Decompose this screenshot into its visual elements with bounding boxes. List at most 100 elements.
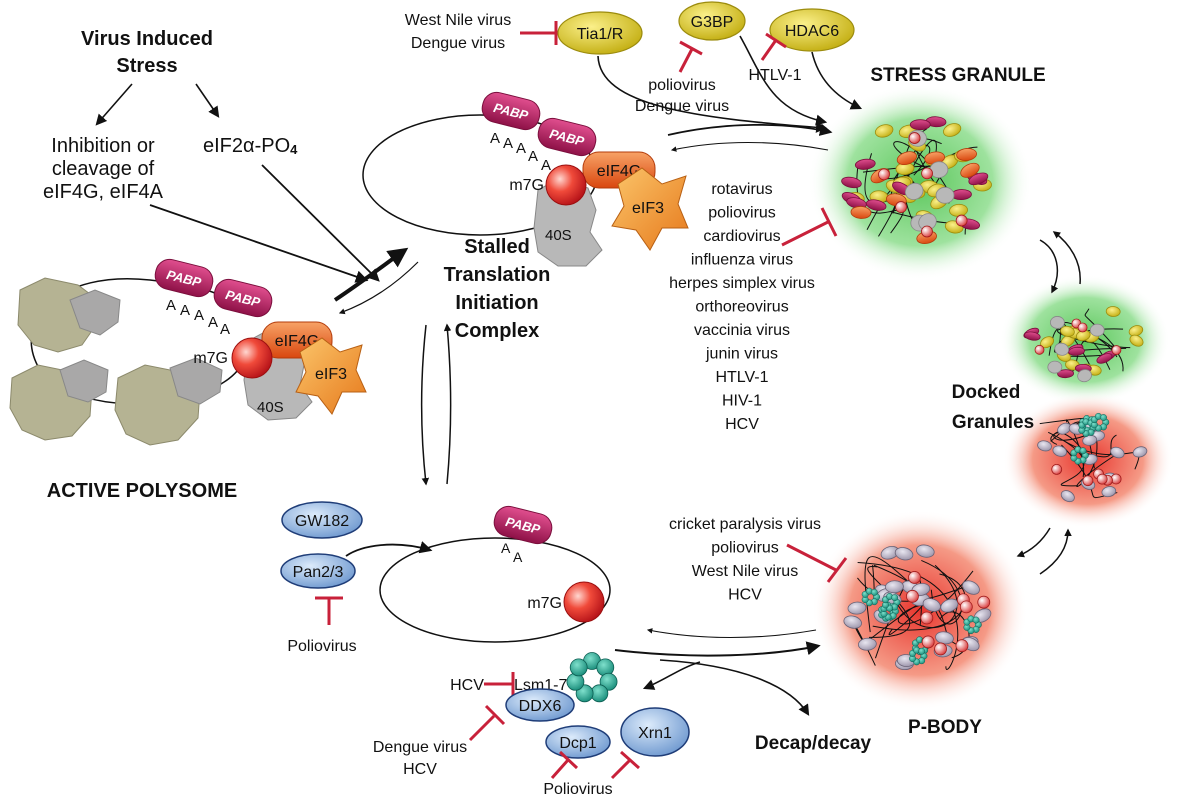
tia1-virus-2: Dengue virus [411,35,505,52]
g3bp-group: G3BP poliovirus Dengue virus [635,1,828,126]
dcp-xrn-virus: Poliovirus [543,781,612,798]
granule-tia1 [1129,334,1144,347]
granule-decap [885,580,904,594]
ddx6-group: DDX6 Dengue virus HCV [373,688,575,778]
xrn1-inhibitor-bar [620,750,640,770]
granule-lsm [972,616,980,624]
granule-pabp [1023,331,1041,341]
granule-mrna [1039,417,1090,445]
sg-virus-item: HCV [725,416,759,433]
tia1-group: Tia1/R West Nile virus Dengue virus [405,11,828,133]
polysome-pabp-2 [213,278,273,318]
inhibition-to-stalled-arrow [149,204,369,283]
g3bp-inhibitor [678,48,694,73]
g3bp-protein [678,1,746,41]
granule-pabp [841,176,862,189]
tia1-to-sg-arrow [597,55,828,133]
eif2a-sub: 4 [290,142,298,157]
decap-decay-label: Decap/decay [755,733,872,754]
granule-40s [1089,323,1105,337]
granule-pabp [1096,353,1113,364]
dcp1-label: Dcp1 [559,735,596,752]
tia1-virus-1: West Nile virus [405,12,511,29]
ddx6-inhibitor [468,714,496,742]
p-body [812,510,1028,710]
granule-cap [908,571,921,584]
granule-tia1 [943,123,962,137]
sg-to-stalled-arrow [670,141,829,152]
granule-mrna [897,570,974,625]
hdac6-protein [769,8,855,52]
sg-virus-item: poliovirus [708,205,776,222]
granule-cap [920,611,934,625]
stress-arrow-right [195,83,220,118]
poly-a-letter: A [503,135,513,152]
granule-decap [1082,434,1098,446]
lsm17-group: HCV Lsm1-7 [450,652,618,703]
polysome-m7g-label: m7G [193,350,228,367]
granule-cap [895,201,907,213]
stress-granule [808,84,1032,280]
granule-40s [1047,360,1063,374]
tia1-protein [557,11,643,55]
granule-cap [921,635,935,649]
ddx6-virus-1: Dengue virus [373,739,467,756]
sg-virus-item: junin virus [705,346,778,363]
granule-lsm [918,647,926,655]
granule-pabp [854,158,876,170]
granule-eif4g [956,148,977,161]
granule-cap [921,167,933,180]
poly-a-letter: A [166,297,176,314]
granule-cap [1082,475,1094,487]
sg-virus-item: cardiovirus [703,228,780,245]
granule-cap [1077,322,1088,333]
granule-cap [908,132,921,144]
polysome-40s-label: 40S [257,399,284,416]
decay-m7g-cap [563,581,605,623]
granule-cap [1096,473,1108,485]
pan23-label: Pan2/3 [293,564,344,581]
eif2a-label: eIF2α-PO4 [203,135,298,157]
stalled-40s-label: 40S [545,227,572,244]
stalled-label-1: Stalled [464,236,530,258]
sg-virus-item: HTLV-1 [715,369,768,386]
granule-mrna [895,564,958,629]
polysome-eif3 [295,337,367,415]
g3bp-inhibitor-bar [679,40,703,56]
pbody-virus-item: West Nile virus [692,563,798,580]
inhibition-label-3: eIF4G, eIF4A [43,181,164,203]
decay-to-ddx6-arrow [642,661,701,690]
stalled-to-sg-arrow [667,123,833,136]
granule-pabp [865,199,887,211]
granule-eif4g [896,151,917,166]
granule-mrna [1053,428,1101,452]
granule-tia1 [1105,306,1121,317]
hdac6-inhibitor [760,39,778,61]
hdac6-inhibitor-bar [765,32,787,49]
stalled-m7g-cap [545,164,587,206]
poly-a-letter: A [180,302,190,319]
stalled-to-decay-arrow [420,324,430,486]
virus-stress-label: Virus Induced [81,28,213,50]
polysome-eif3-label: eIF3 [315,366,347,383]
dcp1-inhibitor [550,759,570,779]
stalled-pabp-2 [537,117,597,157]
g3bp-to-sg-arrow [739,35,828,126]
polysome-ribosome-2b [59,359,109,403]
docked-to-pbody-arrow [1016,527,1051,558]
pbody-to-decay-arrow [646,628,817,639]
stalled-eif3-label: eIF3 [632,200,664,217]
poly-a-letter: A [194,307,204,324]
xrn1-label: Xrn1 [638,725,672,742]
dcp1-group: Dcp1 [545,725,611,779]
granule-pabp [1057,369,1075,379]
g3bp-virus-2: Dengue virus [635,98,729,115]
granule-40s [1054,342,1070,356]
sg-virus-list: rotaviruspolioviruscardiovirusinfluenza … [669,181,815,433]
